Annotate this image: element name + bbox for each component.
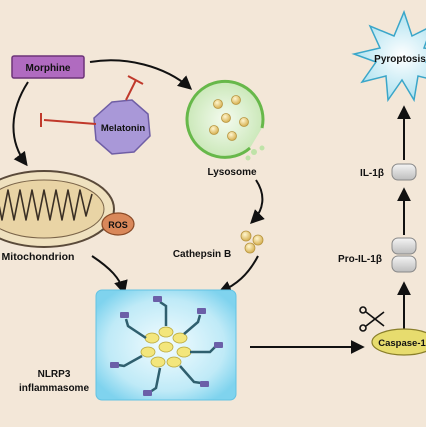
lysosome-granule [231,95,241,105]
inflammasome: NLRP3 inflammasome [19,289,237,401]
melatonin-node: Melatonin [93,99,151,155]
lysosome-granule [213,99,223,109]
inhibit-bar-morphine [127,75,144,85]
lysosome-label: Lysosome [207,167,257,178]
lysosome-granule [239,117,249,127]
lysosome-granule [221,113,231,123]
arrow-cathepsin-inflammasome [217,255,259,294]
il1b: IL-1β [360,163,417,181]
morphine-box: Morphine [11,55,85,79]
arrow-lysosome-cathepsin [250,179,265,224]
inflammasome-label: inflammasome [19,383,89,394]
arrow-mito-inflammasome [91,255,128,295]
cathepsin-granule [240,230,252,242]
pyroptosis-burst: Pyroptosis [351,9,426,103]
inflammasome-arms [117,300,216,394]
il1b-label: IL-1β [360,168,384,179]
cathepsin-label: Cathepsin B [173,249,231,260]
inhibit-line-morphine [125,79,137,101]
inhibition-lines [40,75,144,127]
inflammasome-tips [110,296,223,396]
melatonin-label: Melatonin [101,123,146,134]
pro-il1b: Pro-IL-1β [338,237,417,273]
arrow-morphine-lysosome [89,59,193,90]
cathepsin-granule [244,242,256,254]
mitochondrion: Mitochondrion [0,170,115,263]
mitochondrion-label: Mitochondrion [2,251,75,263]
ros-label: ROS [108,220,128,230]
lysosome-granule [227,131,237,141]
scissors-icon [359,306,385,332]
pyroptosis-label: Pyroptosis [374,54,426,65]
arrow-morphine-mitochondrion [12,81,29,167]
ros-node: ROS [101,212,135,236]
leak-dot [251,149,257,155]
cathepsin-b: Cathepsin B [173,230,264,260]
caspase1-node: Caspase-1 [371,328,426,356]
morphine-label: Morphine [26,63,71,74]
leak-dot [245,155,251,161]
leak-dot [259,145,265,151]
lysosome-granule [209,125,219,135]
lysosome: Lysosome [185,79,265,178]
cathepsin-granule [252,234,264,246]
nlrp3-label: NLRP3 [38,369,71,380]
cristae [0,189,93,221]
inhibit-line-mito [43,119,97,125]
caspase1-label: Caspase-1 [378,338,426,349]
inflammasome-core [140,326,192,368]
pro-il1b-label: Pro-IL-1β [338,254,382,265]
